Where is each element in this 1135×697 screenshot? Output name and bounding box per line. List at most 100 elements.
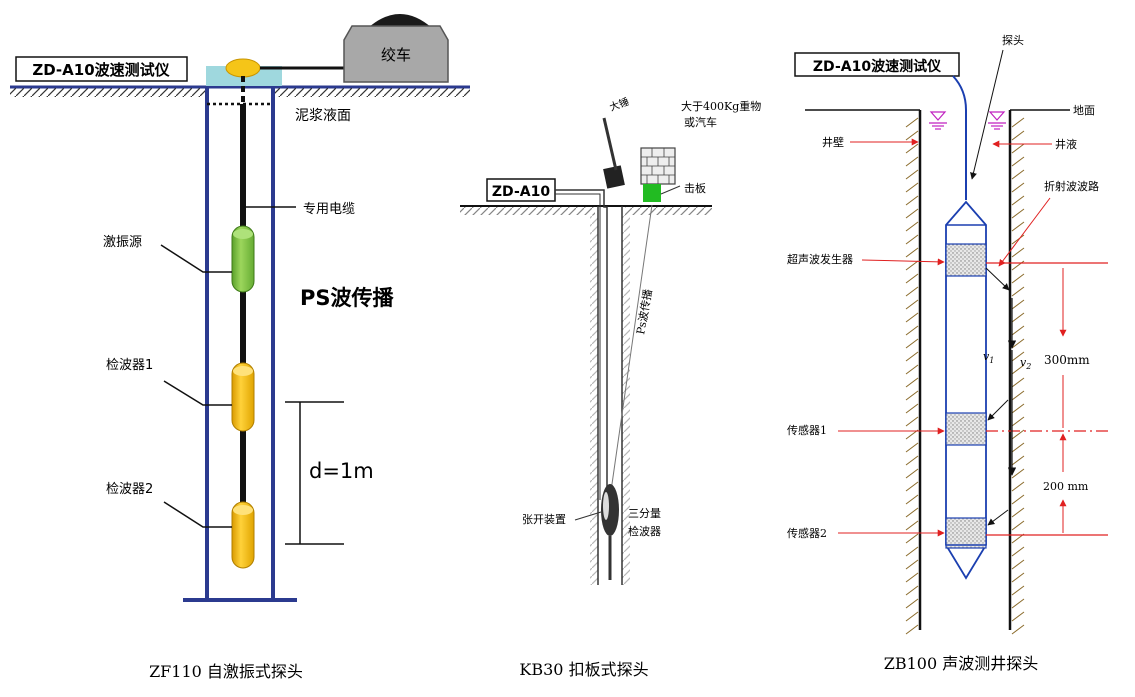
wall-hatch-mark <box>1011 182 1025 193</box>
device-label-box <box>794 52 960 77</box>
wall-hatch-mark <box>905 468 919 479</box>
panel-right: ZD-A10波速测试仪 探头 地面 井壁 井液 <box>787 34 1108 673</box>
ground-hatch-left <box>10 88 206 97</box>
wall-hatch-mark <box>1011 598 1025 609</box>
wall-hatch-mark <box>905 286 919 297</box>
panel-left: ZD-A10波速测试仪 绞车 泥浆液面 专用电缆 激振源 PS波传播 检波器1 <box>10 14 470 681</box>
geophone-label-line2: 检波器 <box>628 524 661 538</box>
wall-hatch-mark <box>1011 273 1025 284</box>
wall-hatch-mark <box>905 364 919 375</box>
wall-hatch-mark <box>1011 234 1025 245</box>
wall-hatch-mark <box>905 416 919 427</box>
wall-hatch-mark <box>1011 169 1025 180</box>
wall-hatch-mark <box>1011 286 1025 297</box>
wall-hatch-mark <box>905 273 919 284</box>
wall-hatch-mark <box>1011 260 1025 271</box>
wall-hatch-mark <box>905 299 919 310</box>
wall-hatch-mark <box>1011 624 1025 635</box>
fluid-label: 井液 <box>1055 137 1077 151</box>
water-level-icon-right <box>988 111 1006 130</box>
winch-label: 绞车 <box>381 46 411 64</box>
wall-hatch-mark <box>1011 520 1025 531</box>
plate-leader <box>660 185 681 195</box>
wall-hatch-mark <box>1011 494 1025 505</box>
dist-200-label: 200 mm <box>1043 480 1089 493</box>
wall-hatch-mark <box>1011 416 1025 427</box>
wall-hatch-mark <box>905 585 919 596</box>
sensor1-label: 传感器1 <box>787 424 827 437</box>
geophone-1 <box>231 362 255 432</box>
wall-hatch-mark <box>1011 195 1025 206</box>
geophone-2-leader <box>163 501 232 528</box>
wall-hatch-mark <box>905 143 919 154</box>
generator-pointer <box>861 258 945 266</box>
wall-hatch-mark <box>905 390 919 401</box>
source-leader <box>160 244 232 273</box>
source-label: 激振源 <box>103 235 142 250</box>
wall-hatch-mark <box>905 377 919 388</box>
wave-path <box>609 204 653 499</box>
generator-label: 超声波发生器 <box>787 252 853 266</box>
ultrasonic-generator <box>945 243 987 277</box>
source-top <box>233 229 253 239</box>
wall-hatch-mark <box>905 195 919 206</box>
wall-hatch-mark <box>1011 390 1025 401</box>
device-label: ZD-A10波速测试仪 <box>813 58 942 75</box>
winch-drum <box>368 14 432 28</box>
sensor-2 <box>945 517 987 549</box>
wellhead-pulley <box>225 58 261 78</box>
weight-label-line1: 大于400Kg重物 <box>681 99 761 113</box>
probe-highlight <box>603 492 609 520</box>
wall-hatch-mark <box>905 546 919 557</box>
wall-label: 井壁 <box>822 135 844 149</box>
wall-hatch-mark <box>905 572 919 583</box>
wall-hatch-mark <box>1011 481 1025 492</box>
ground-hatch-left <box>460 207 595 215</box>
probe-cable <box>952 75 967 200</box>
strike-plate <box>643 184 661 202</box>
wall-hatch-mark <box>905 234 919 245</box>
wall-hatch-mark <box>1011 507 1025 518</box>
wall-hatch-mark <box>905 260 919 271</box>
geophone-1-leader <box>163 380 232 406</box>
device-label-box <box>15 56 188 82</box>
device-label: ZD-A10波速测试仪 <box>32 61 170 79</box>
wall-hatch-mark <box>1011 429 1025 440</box>
wall-hatch-mark <box>1011 455 1025 466</box>
wall-hatch-mark <box>1011 247 1025 258</box>
wall-hatch-mark <box>905 221 919 232</box>
refraction-ray-in-2 <box>987 509 1009 526</box>
wall-hatch-mark <box>905 156 919 167</box>
spacing-label: d=1m <box>309 459 374 483</box>
wall-hatch-mark <box>1011 208 1025 219</box>
refraction-pointer <box>998 197 1051 267</box>
wall-hatch-mark <box>1011 585 1025 596</box>
wall-hatch-mark <box>905 338 919 349</box>
wall-hatch-mark <box>1011 143 1025 154</box>
winch-body <box>343 25 449 83</box>
wall-hatch-right <box>1011 117 1025 635</box>
cable-label: 专用电缆 <box>303 201 355 217</box>
wall-hatch-mark <box>905 533 919 544</box>
mud-surface-label: 泥浆液面 <box>295 108 351 124</box>
wall-hatch-mark <box>1011 312 1025 323</box>
wall-hatch-mark <box>905 455 919 466</box>
wall-hatch-mark <box>1011 546 1025 557</box>
wave-label: PS波传播 <box>300 286 395 310</box>
wall-hatch-mark <box>1011 156 1025 167</box>
wall-hatch-mark <box>905 325 919 336</box>
wall-hatch-mark <box>905 208 919 219</box>
wall-hatch-mark <box>905 494 919 505</box>
wall-hatch-mark <box>905 507 919 518</box>
plate-label: 击板 <box>684 181 706 195</box>
sensor2-label: 传感器2 <box>787 527 827 540</box>
probe-label: 探头 <box>1002 34 1024 47</box>
geophone-1-label: 检波器1 <box>106 358 153 373</box>
wall-hatch-left <box>590 215 598 585</box>
wall-hatch-mark <box>905 403 919 414</box>
weight-label-line2: 或汽车 <box>684 115 717 129</box>
wall-hatch-mark <box>1011 325 1025 336</box>
geophone-2-label: 检波器2 <box>106 482 153 497</box>
wall-hatch-mark <box>905 247 919 258</box>
